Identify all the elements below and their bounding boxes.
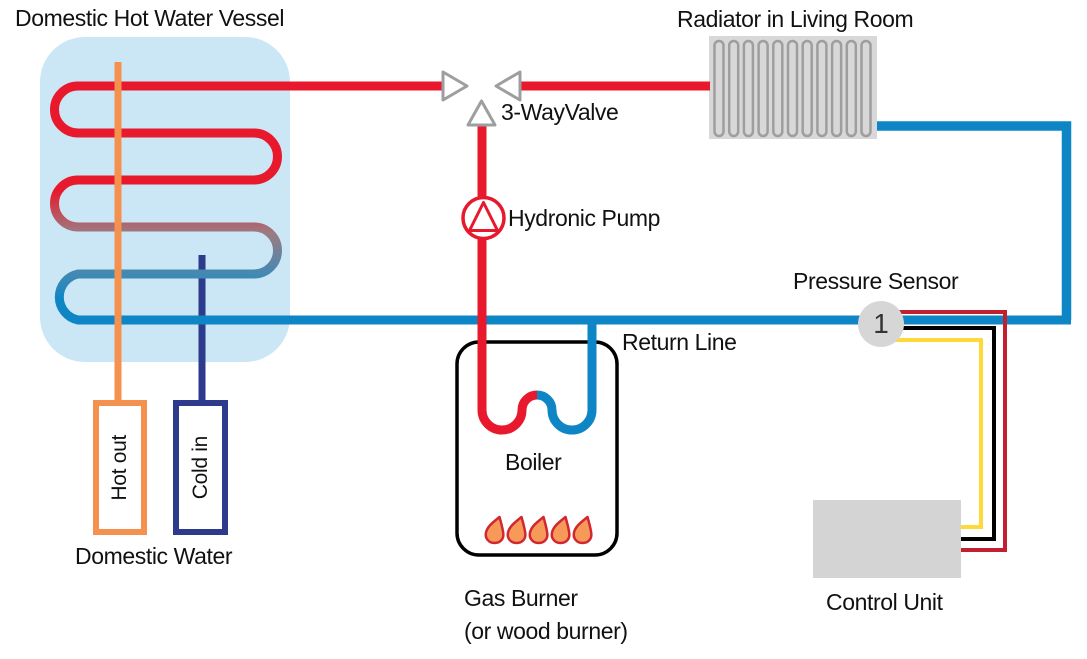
boiler-label: Boiler: [505, 449, 562, 475]
sensor-wires: [885, 310, 1007, 552]
radiator-title: Radiator in Living Room: [677, 6, 914, 32]
control-unit-body: [813, 500, 961, 578]
pressure-sensor-number: 1: [873, 308, 889, 339]
hydronic-pump-icon: [461, 195, 506, 241]
cold-in-pipe-box: Cold in: [173, 400, 228, 535]
pressure-sensor-icon: 1: [858, 301, 904, 347]
return-line-label: Return Line: [622, 329, 737, 355]
vessel-title: Domestic Hot Water Vessel: [15, 5, 285, 31]
boiler-body: [455, 340, 619, 557]
pump-label: Hydronic Pump: [508, 205, 661, 231]
boiler-hot-pipe: [477, 124, 538, 435]
wire-red: [885, 310, 1007, 552]
hot-out-label: Hot out: [108, 434, 131, 501]
wire-black: [885, 326, 996, 541]
wire-yellow: [885, 338, 983, 529]
vessel-coil-and-return-line-pipe: [50, 81, 1071, 325]
valve-triangle-right: [494, 70, 522, 102]
radiator-return-pipe: [877, 121, 1072, 320]
boiler-return-pipe: [536, 317, 597, 435]
three-way-valve-icon: [441, 70, 522, 127]
control-unit-label: Control Unit: [826, 589, 943, 615]
radiator-icon: [709, 36, 877, 139]
gas-burner-label-line1: Gas Burner: [464, 585, 578, 611]
hot-out-pipe-box: Hot out: [93, 400, 147, 535]
gas-burner-label: Gas Burner (or wood burner): [464, 582, 628, 647]
valve-triangle-bottom: [466, 99, 497, 127]
valve-triangle-left: [441, 70, 469, 102]
hot-water-vessel-body: [40, 37, 290, 362]
gas-burner-label-line2: (or wood burner): [464, 617, 628, 644]
domestic-water-label: Domestic Water: [75, 543, 233, 569]
pressure-sensor-label: Pressure Sensor: [793, 268, 959, 294]
valve-label: 3-WayValve: [501, 99, 619, 125]
cold-in-label: Cold in: [188, 435, 212, 500]
